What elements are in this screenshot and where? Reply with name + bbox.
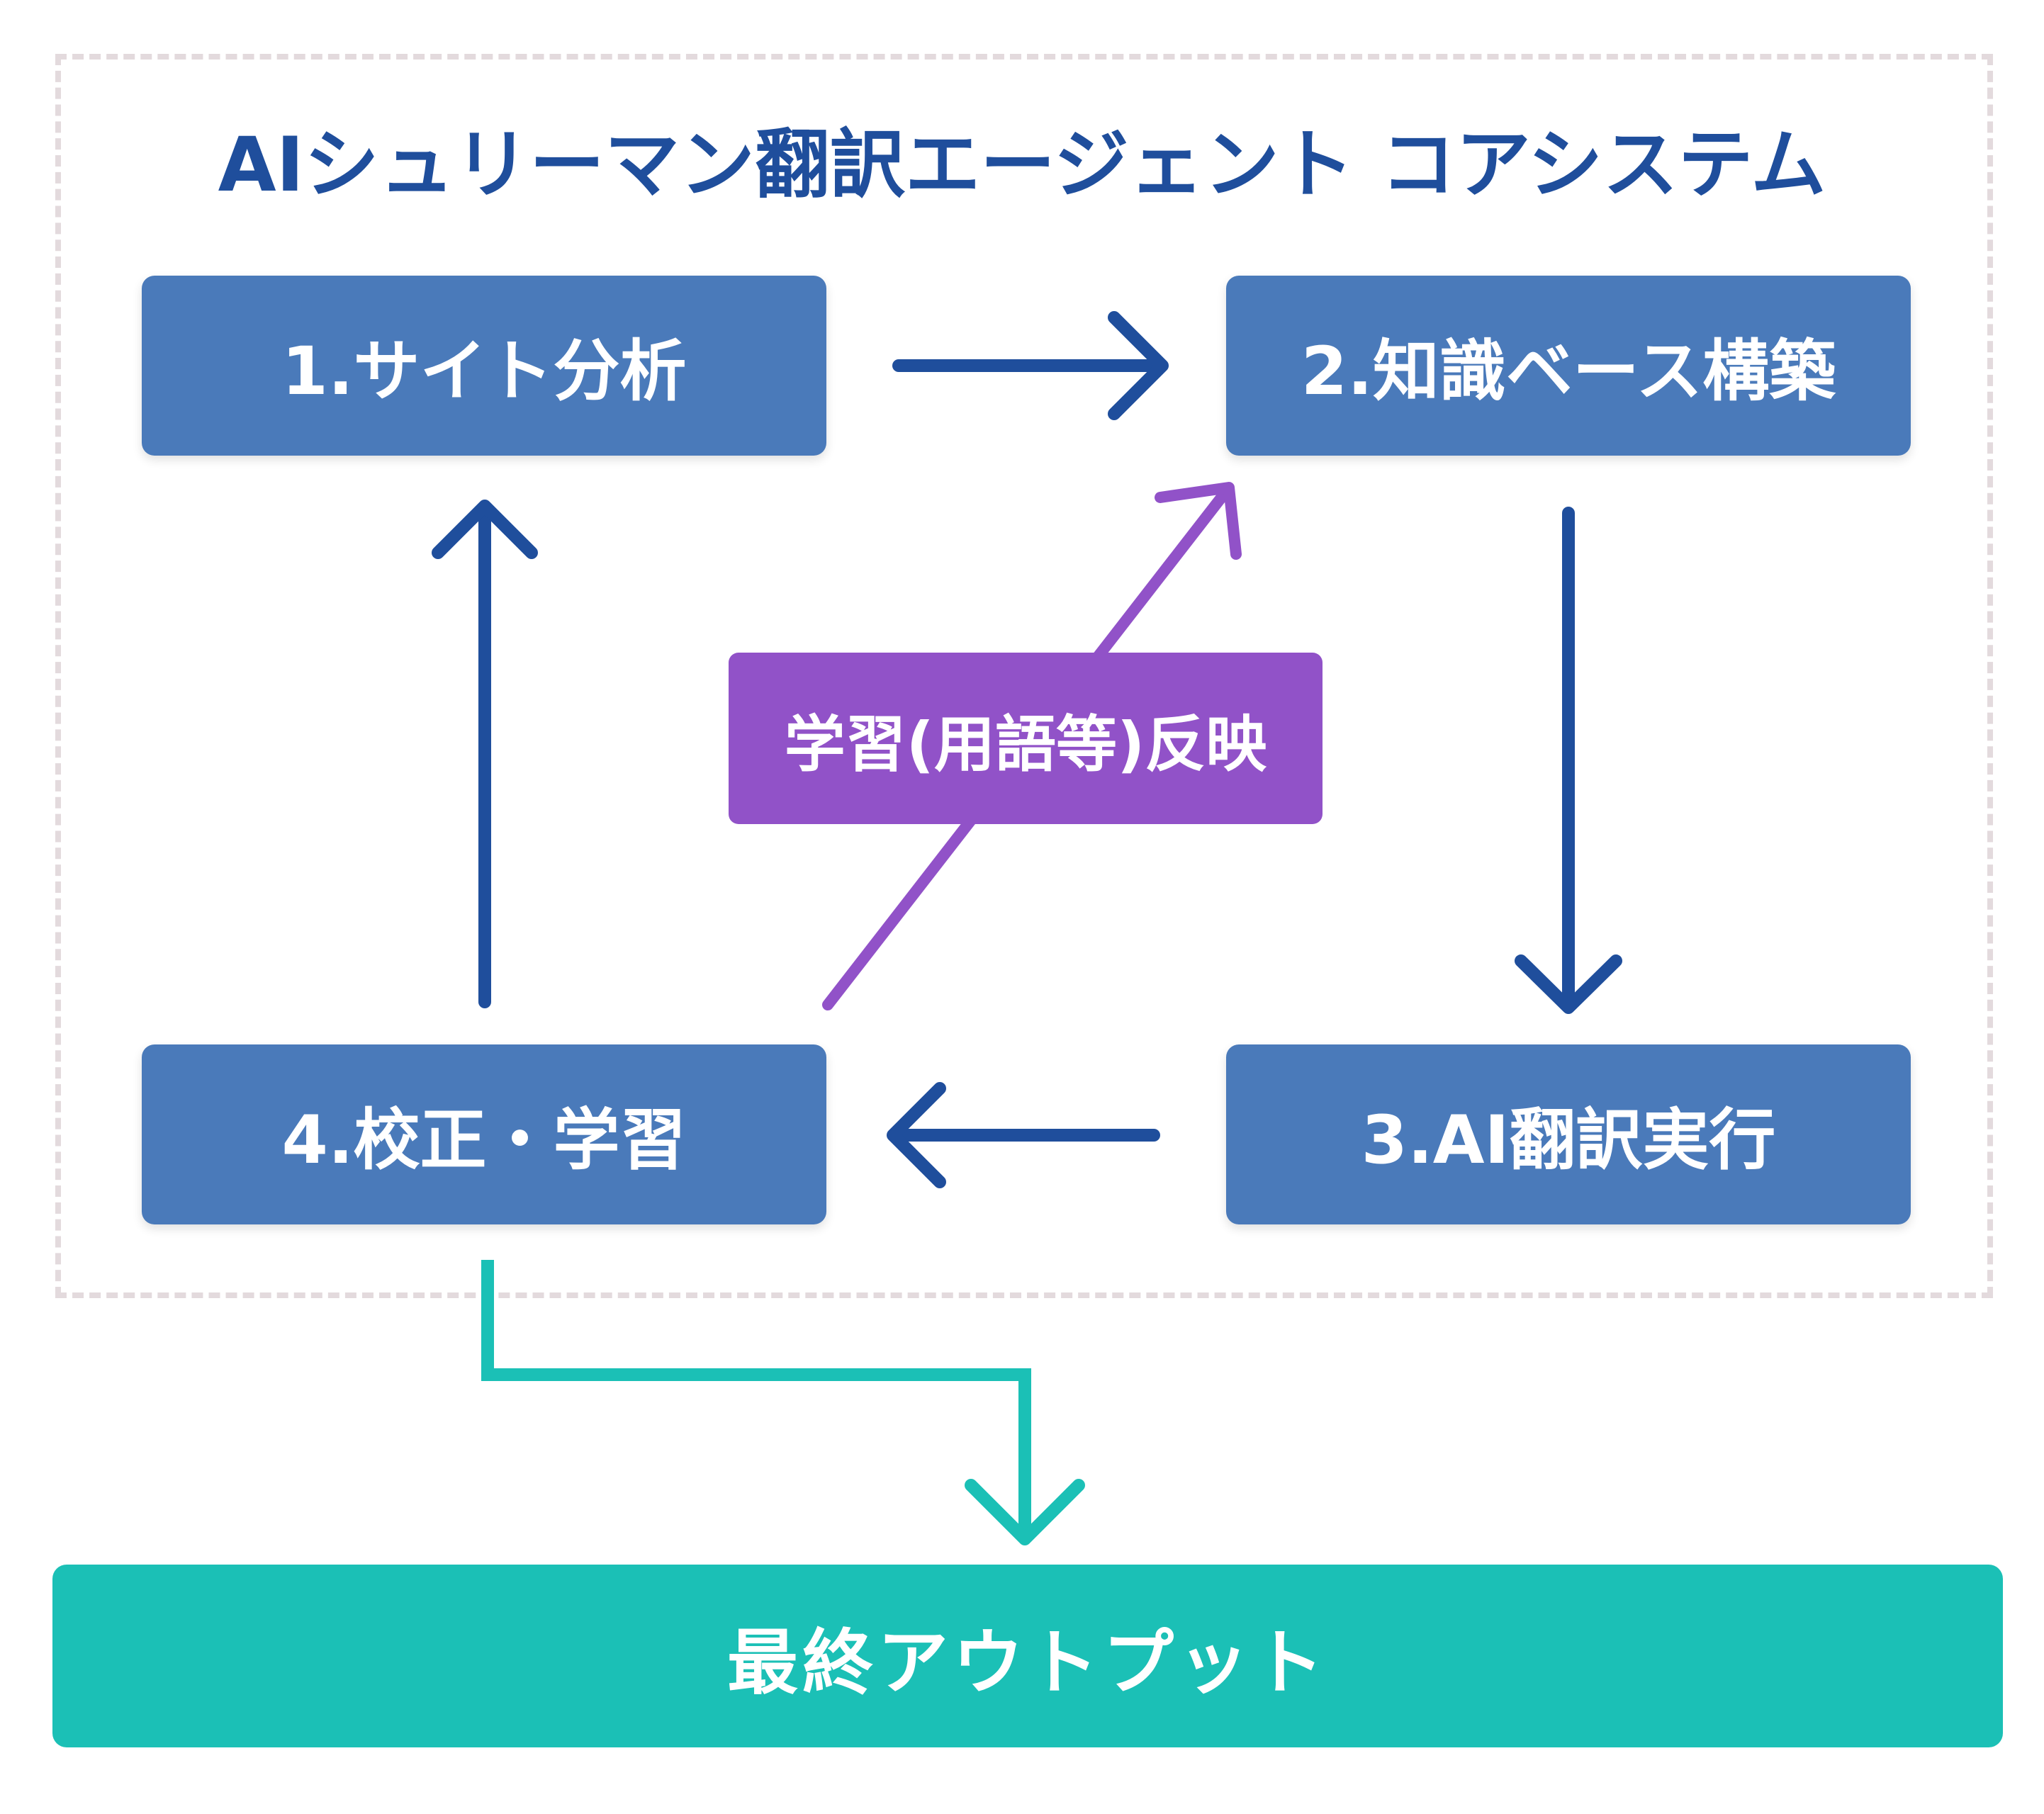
diagram-title: AIシュリーマン翻訳エージェント コアシステム xyxy=(218,121,1826,208)
step-site-analysis: 1.サイト分析 xyxy=(142,276,826,456)
arrow-analysis-to-knowledge xyxy=(892,311,1169,420)
core-system-frame xyxy=(55,54,1993,1298)
arrow-to-final-output xyxy=(481,1260,1085,1545)
feedback-label: 学習(用語等)反映 xyxy=(729,653,1323,824)
step-proofread-learn: 4.校正・学習 xyxy=(142,1044,826,1224)
step-knowledge-base: 2.知識ベース構築 xyxy=(1226,276,1911,456)
step-ai-translation: 3.AI翻訳実行 xyxy=(1226,1044,1911,1224)
arrow-knowledge-to-translation xyxy=(1515,507,1622,1014)
arrow-proofread-to-analysis xyxy=(432,500,538,1008)
final-output-box: 最終アウトプット xyxy=(52,1565,2003,1747)
arrow-translation-to-proofread xyxy=(887,1082,1160,1188)
